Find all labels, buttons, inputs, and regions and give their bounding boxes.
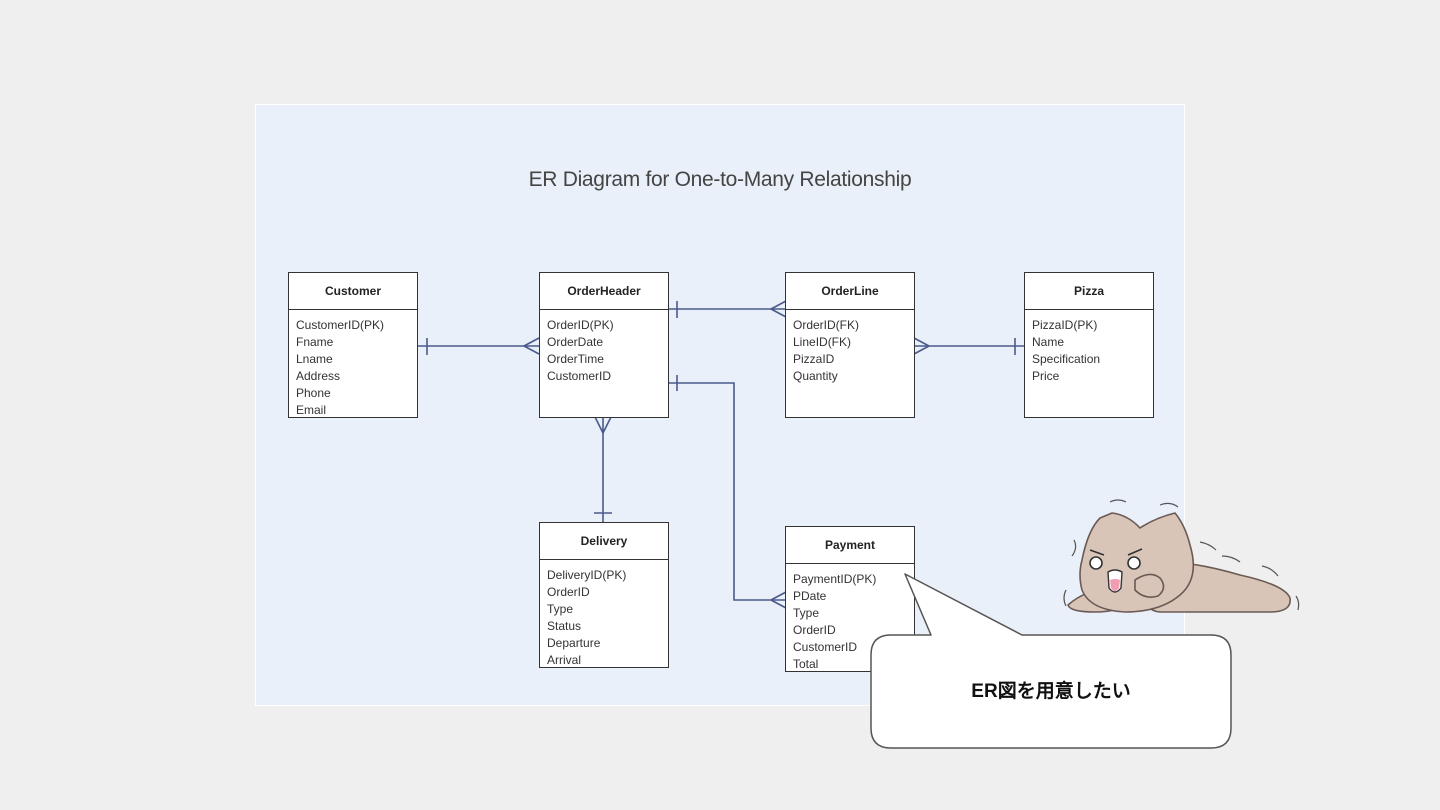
entity-field: PizzaID: [793, 352, 835, 366]
entity-field: OrderID(PK): [547, 318, 614, 332]
entity-pizza: Pizza PizzaID(PK) Name Specification Pri…: [1024, 272, 1154, 418]
entity-field: Status: [547, 619, 582, 633]
entity-field: LineID(FK): [793, 335, 852, 349]
rel-customer-orderheader: [418, 337, 540, 355]
rel-orderheader-payment: [668, 375, 787, 609]
speech-bubble-text: ER図を用意したい: [971, 681, 1131, 702]
entity-field: Type: [547, 602, 574, 616]
entity-field: Specification: [1032, 352, 1101, 366]
entity-field: Email: [296, 403, 327, 417]
entity-name: Payment: [786, 527, 914, 564]
entity-field: Lname: [296, 352, 333, 366]
rel-orderline-pizza: [913, 337, 1024, 355]
entity-field: DeliveryID(PK): [547, 568, 627, 582]
entity-field: Price: [1032, 369, 1060, 383]
entity-field: OrderID(FK): [793, 318, 859, 332]
entity-field: Type: [793, 606, 820, 620]
entity-name: OrderHeader: [540, 273, 668, 310]
diagram-title: ER Diagram for One-to-Many Relationship: [528, 168, 912, 191]
entity-field: PDate: [793, 589, 827, 603]
entity-field: CustomerID: [547, 369, 612, 383]
entity-field: Phone: [296, 386, 331, 400]
entity-field: Address: [296, 369, 341, 383]
entity-field: Name: [1032, 335, 1065, 349]
entity-name: Delivery: [540, 523, 668, 560]
entity-customer: Customer CustomerID(PK) Fname Lname Addr…: [288, 272, 418, 418]
entity-field: PaymentID(PK): [793, 572, 877, 586]
entity-field: OrderID: [547, 585, 590, 599]
entity-field: Departure: [547, 636, 601, 650]
entity-orderline: OrderLine OrderID(FK) LineID(FK) PizzaID…: [785, 272, 915, 418]
rel-orderheader-orderline: [668, 300, 787, 318]
rel-orderheader-delivery: [594, 416, 612, 522]
entity-name: Pizza: [1025, 273, 1153, 310]
entity-field: OrderDate: [547, 335, 604, 349]
entity-field: PizzaID(PK): [1032, 318, 1098, 332]
entity-name: Customer: [289, 273, 417, 310]
entity-field: OrderTime: [547, 352, 604, 366]
entity-field: CustomerID(PK): [296, 318, 385, 332]
entity-field: Fname: [296, 335, 334, 349]
entity-name: OrderLine: [786, 273, 914, 310]
entity-field: Total: [793, 657, 819, 671]
entity-orderheader: OrderHeader OrderID(PK) OrderDate OrderT…: [539, 272, 669, 418]
entity-field: Quantity: [793, 369, 838, 383]
entity-delivery: Delivery DeliveryID(PK) OrderID Type Sta…: [539, 522, 669, 668]
entity-field: CustomerID: [793, 640, 858, 654]
entity-field: Arrival: [547, 653, 582, 667]
entity-field: OrderID: [793, 623, 836, 637]
